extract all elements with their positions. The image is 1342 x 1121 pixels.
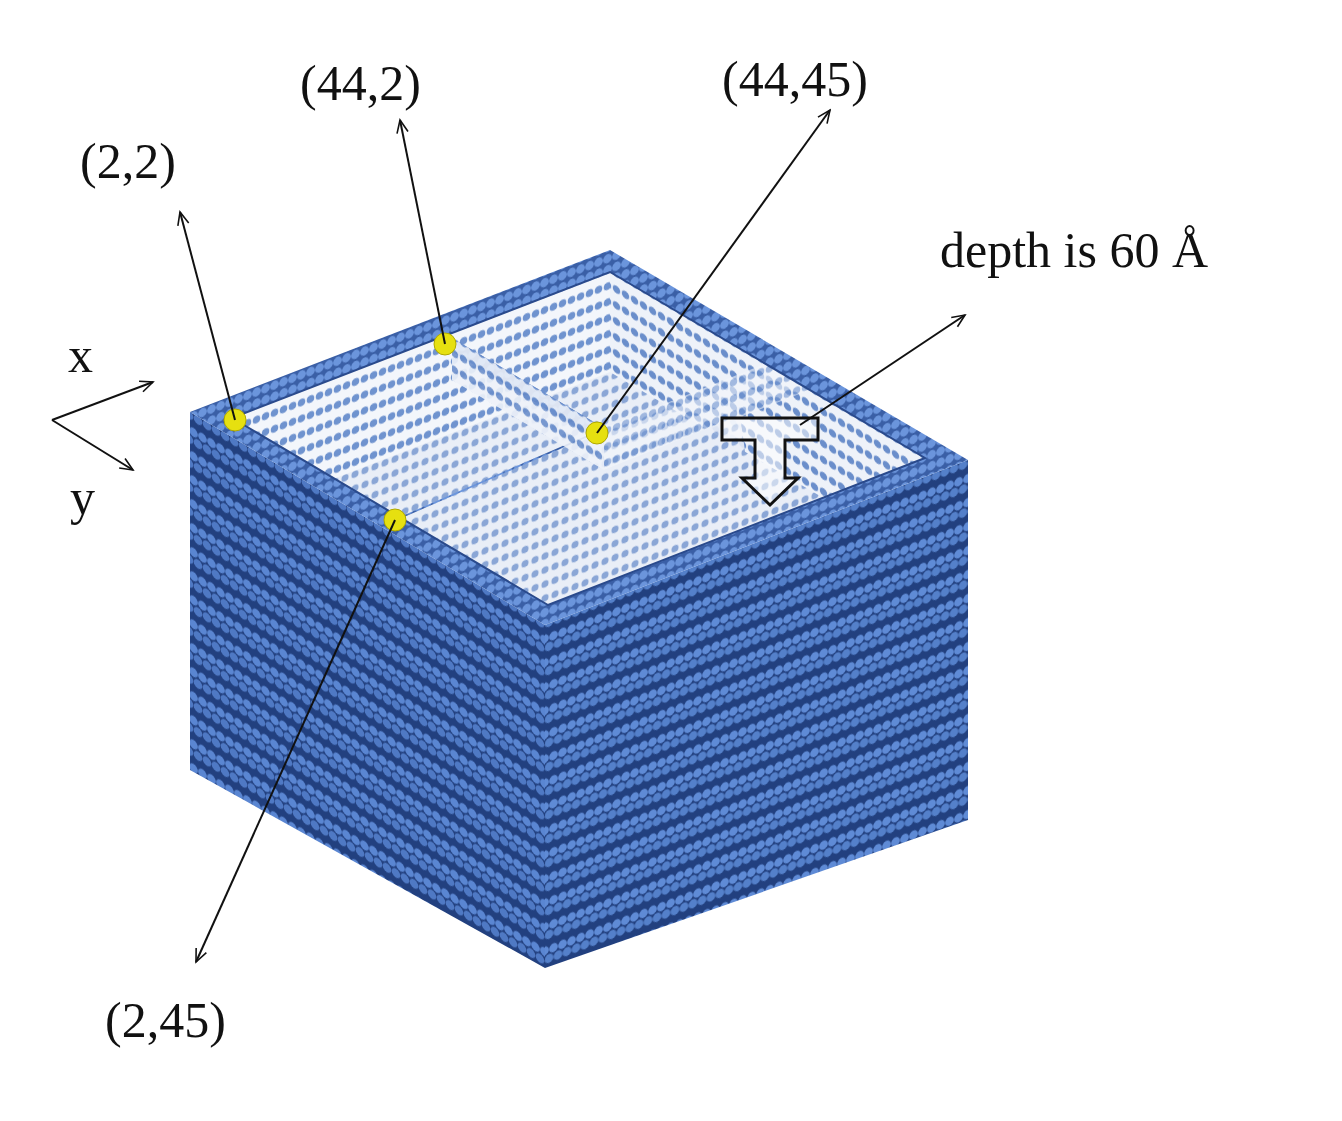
leader-line bbox=[180, 212, 235, 420]
depth-arrow-symbol bbox=[722, 418, 818, 505]
top-rim bbox=[190, 250, 968, 625]
dimension-label: depth is 60 Å bbox=[940, 225, 1208, 275]
point-label: (44,45) bbox=[722, 54, 868, 104]
inner-wall bbox=[452, 338, 604, 470]
axis-arrow bbox=[52, 382, 153, 420]
leader-line bbox=[597, 110, 830, 433]
axis-label: x bbox=[68, 330, 93, 380]
pit bbox=[232, 272, 925, 605]
pit-edge bbox=[232, 272, 925, 605]
leader-line bbox=[196, 520, 395, 962]
pit-back-wall bbox=[232, 272, 610, 518]
leader-line bbox=[400, 120, 445, 344]
point-label: (2,45) bbox=[105, 995, 226, 1045]
leader-line bbox=[800, 315, 965, 425]
point-label: (44,2) bbox=[300, 58, 421, 108]
pit-floor bbox=[232, 272, 925, 605]
axis-arrow bbox=[52, 420, 133, 470]
axis-label: y bbox=[70, 472, 95, 522]
point-label: (2,2) bbox=[80, 136, 176, 186]
